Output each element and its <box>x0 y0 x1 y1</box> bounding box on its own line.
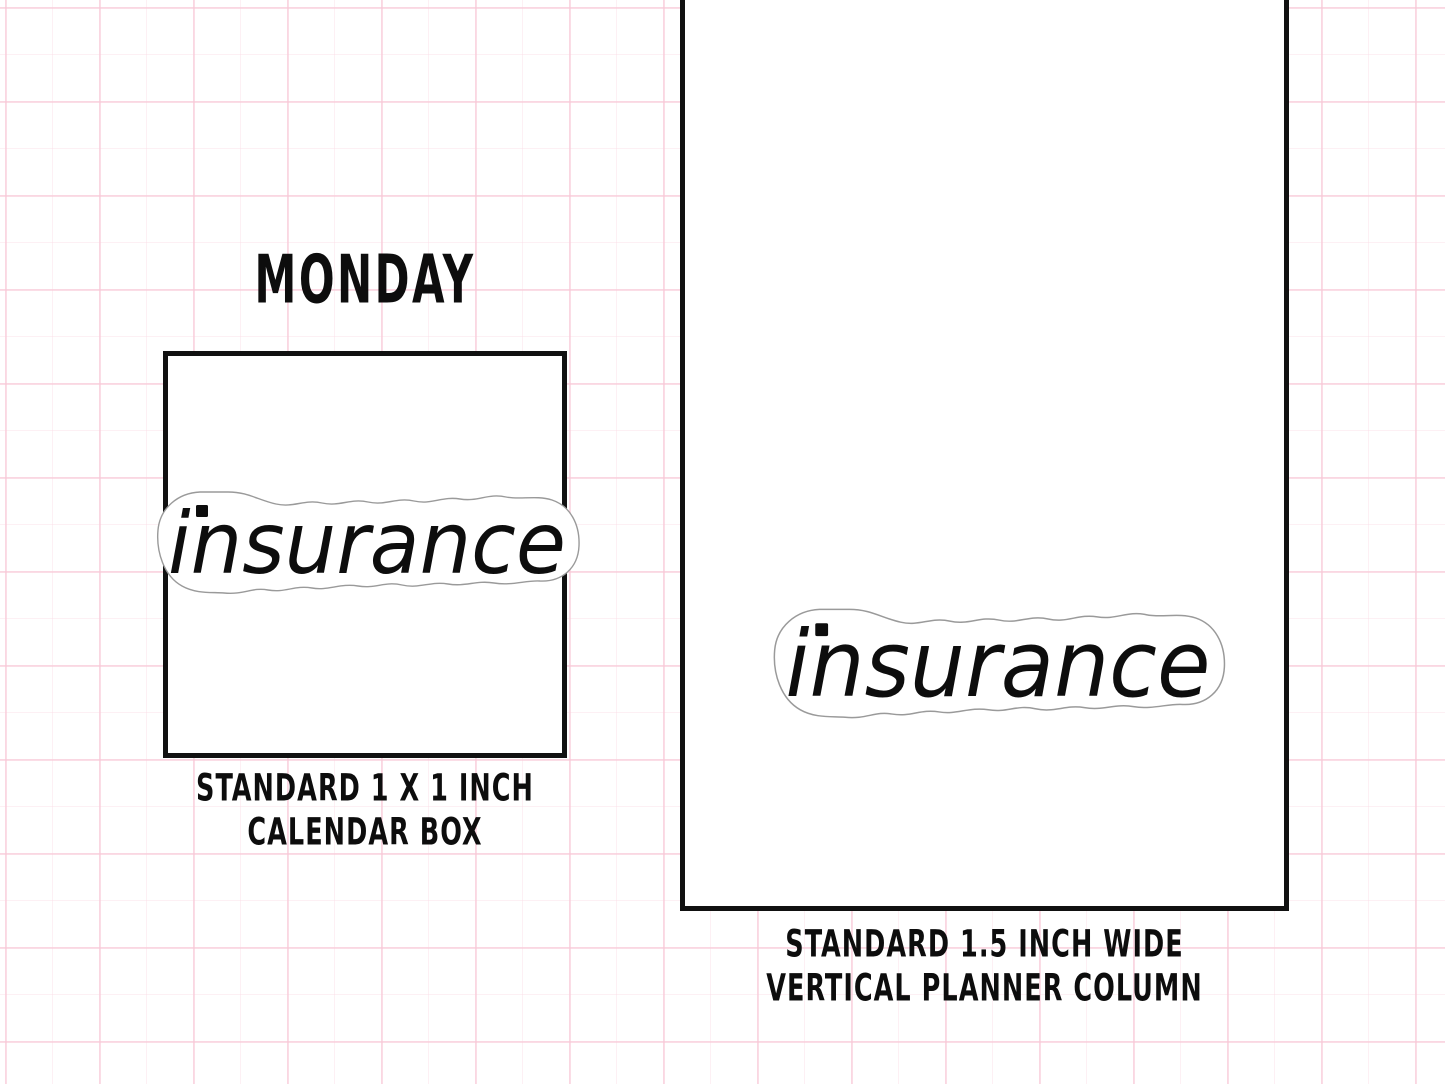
sticker-word-text: insurance <box>785 611 1210 718</box>
planner-caption-line-1: STANDARD 1.5 INCH WIDE <box>785 921 1184 966</box>
sticker-cutline-path <box>773 608 1226 719</box>
planner-caption-line-2: VERTICAL PLANNER COLUMN <box>766 964 1203 1010</box>
calendar-caption-line-1: STANDARD 1 X 1 INCH <box>196 765 534 810</box>
calendar-caption-line-2: CALENDAR BOX <box>247 808 483 854</box>
planner-caption: STANDARD 1.5 INCH WIDE VERTICAL PLANNER … <box>680 921 1289 1010</box>
sticker-word-text: insurance <box>168 494 566 594</box>
sticker-insurance-planner[interactable]: insurance <box>764 596 1234 736</box>
calendar-caption: STANDARD 1 X 1 INCH CALENDAR BOX <box>163 765 567 854</box>
sticker-letter-dot <box>196 505 208 517</box>
planner-column-outline <box>680 0 1289 911</box>
sticker-letter-dot <box>815 623 829 637</box>
sticker-insurance-calendar[interactable]: insurance <box>148 480 588 610</box>
calendar-day-label: MONDAY <box>254 240 476 319</box>
sticker-cutline-path <box>157 491 580 595</box>
